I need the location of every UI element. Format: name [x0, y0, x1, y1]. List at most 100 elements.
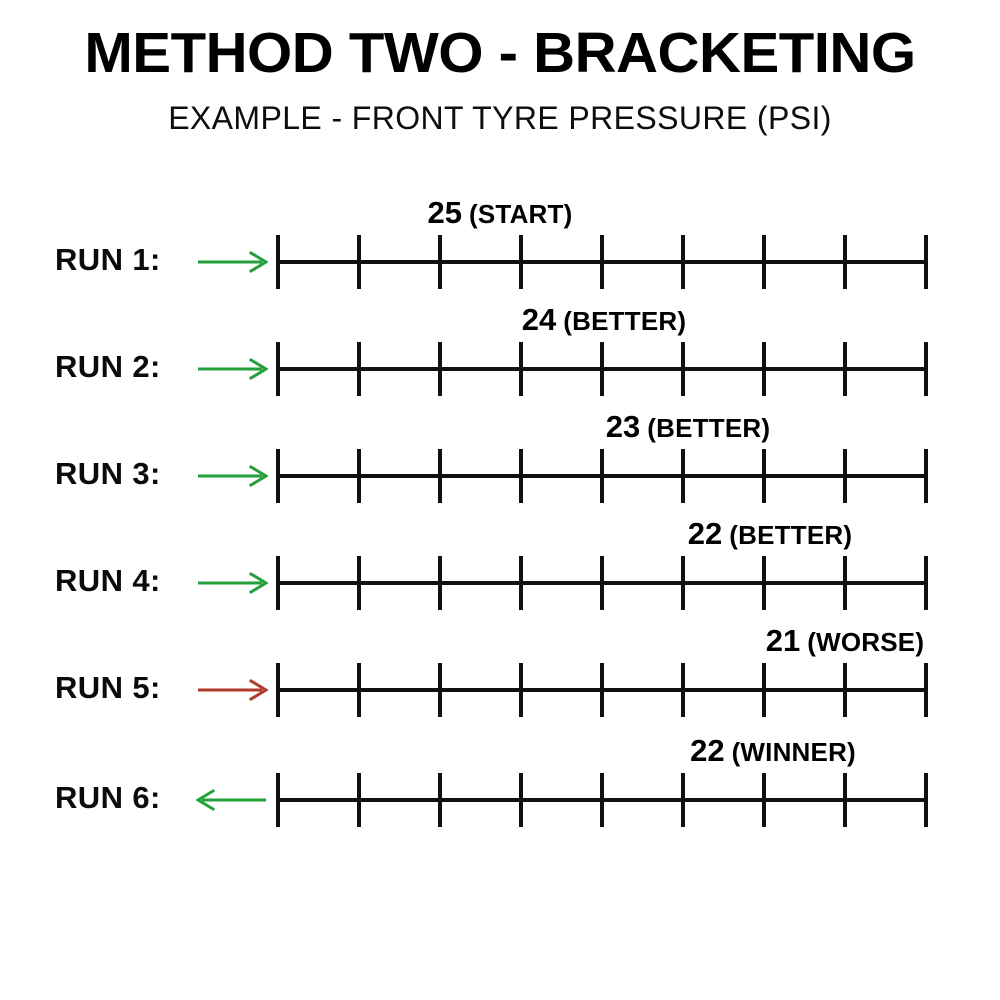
- run-value-number: 24: [521, 302, 557, 337]
- arrow-right-icon: [196, 679, 268, 701]
- scale-tick: [357, 663, 361, 717]
- scale-tick: [924, 773, 928, 827]
- scale-tick: [519, 556, 523, 610]
- pressure-scale: [276, 235, 928, 289]
- scale-tick: [438, 663, 442, 717]
- scale-tick: [438, 342, 442, 396]
- scale-tick: [519, 342, 523, 396]
- scale-tick: [924, 235, 928, 289]
- run-value-number: 22: [687, 516, 723, 551]
- run-label: RUN 1:: [55, 242, 161, 277]
- scale-tick: [924, 556, 928, 610]
- run-value-number: 25: [427, 195, 463, 230]
- page-subtitle: EXAMPLE - FRONT TYRE PRESSURE (PSI): [168, 100, 832, 136]
- scale-tick: [276, 449, 280, 503]
- scale-tick: [762, 449, 766, 503]
- run-value-number: 22: [690, 733, 725, 768]
- arrow-right-icon: [196, 465, 268, 487]
- scale-tick: [357, 556, 361, 610]
- scale-tick: [600, 556, 604, 610]
- run-row: 25(START) RUN 1:: [0, 196, 1000, 303]
- scale-tick: [519, 663, 523, 717]
- run-row: 21(WORSE) RUN 5:: [0, 624, 1000, 731]
- scale-tick: [357, 235, 361, 289]
- run-value-tag: (START): [469, 199, 573, 229]
- run-value-number: 23: [605, 409, 641, 444]
- scale-tick: [843, 235, 847, 289]
- run-rows-container: 25(START)RUN 1:24(BETTER)RUN 2:23(BETTER…: [0, 196, 1000, 841]
- arrow-right-icon: [196, 358, 268, 380]
- scale-tick: [762, 235, 766, 289]
- scale-tick: [276, 556, 280, 610]
- run-label: RUN 4:: [55, 563, 161, 598]
- pressure-scale: [276, 449, 928, 503]
- pressure-scale: [276, 342, 928, 396]
- scale-tick: [843, 663, 847, 717]
- scale-tick: [762, 663, 766, 717]
- pressure-scale: [276, 663, 928, 717]
- scale-tick: [519, 773, 523, 827]
- scale-tick: [843, 773, 847, 827]
- scale-tick: [600, 773, 604, 827]
- scale-tick: [276, 235, 280, 289]
- run-value-callout: 22(BETTER): [688, 517, 852, 552]
- scale-tick: [843, 342, 847, 396]
- run-row: 22(BETTER) RUN 4:: [0, 517, 1000, 624]
- scale-tick: [681, 235, 685, 289]
- scale-tick: [357, 773, 361, 827]
- scale-tick: [276, 663, 280, 717]
- arrow-right-icon: [196, 572, 268, 594]
- arrow-right-icon: [196, 251, 268, 273]
- scale-tick: [357, 449, 361, 503]
- scale-tick: [924, 449, 928, 503]
- scale-tick: [681, 342, 685, 396]
- scale-tick: [681, 449, 685, 503]
- scale-tick: [276, 342, 280, 396]
- run-value-tag: (WINNER): [731, 737, 856, 767]
- run-value-callout: 22(WINNER): [690, 734, 856, 769]
- run-value-callout: 23(BETTER): [606, 410, 770, 445]
- scale-tick: [357, 342, 361, 396]
- pressure-scale: [276, 556, 928, 610]
- run-row: 24(BETTER) RUN 2:: [0, 303, 1000, 410]
- page-title: METHOD TWO - BRACKETING: [84, 21, 916, 85]
- pressure-scale: [276, 773, 928, 827]
- scale-tick: [438, 773, 442, 827]
- scale-tick: [519, 235, 523, 289]
- run-row: 23(BETTER) RUN 3:: [0, 410, 1000, 517]
- scale-tick: [843, 449, 847, 503]
- run-value-tag: (BETTER): [647, 413, 771, 443]
- run-value-callout: 21(WORSE): [766, 624, 924, 659]
- run-label: RUN 5:: [55, 670, 161, 705]
- scale-tick: [519, 449, 523, 503]
- run-label: RUN 6:: [55, 780, 161, 815]
- scale-tick: [681, 773, 685, 827]
- scale-tick: [843, 556, 847, 610]
- scale-tick: [438, 556, 442, 610]
- scale-tick: [762, 342, 766, 396]
- scale-tick: [924, 663, 928, 717]
- run-row: 22(WINNER) RUN 6:: [0, 731, 1000, 841]
- scale-tick: [762, 556, 766, 610]
- arrow-left-icon: [196, 789, 268, 811]
- scale-tick: [600, 449, 604, 503]
- scale-tick: [276, 773, 280, 827]
- run-value-tag: (BETTER): [563, 306, 687, 336]
- run-label: RUN 2:: [55, 349, 161, 384]
- header: METHOD TWO - BRACKETING EXAMPLE - FRONT …: [0, 0, 1000, 136]
- run-value-callout: 25(START): [428, 196, 573, 231]
- run-value-callout: 24(BETTER): [522, 303, 686, 338]
- scale-tick: [600, 235, 604, 289]
- scale-tick: [600, 342, 604, 396]
- run-value-tag: (WORSE): [807, 627, 925, 657]
- run-label: RUN 3:: [55, 456, 161, 491]
- scale-tick: [762, 773, 766, 827]
- scale-tick: [438, 235, 442, 289]
- scale-tick: [438, 449, 442, 503]
- run-value-tag: (BETTER): [729, 520, 853, 550]
- scale-tick: [681, 556, 685, 610]
- scale-tick: [600, 663, 604, 717]
- run-value-number: 21: [765, 623, 801, 658]
- scale-tick: [924, 342, 928, 396]
